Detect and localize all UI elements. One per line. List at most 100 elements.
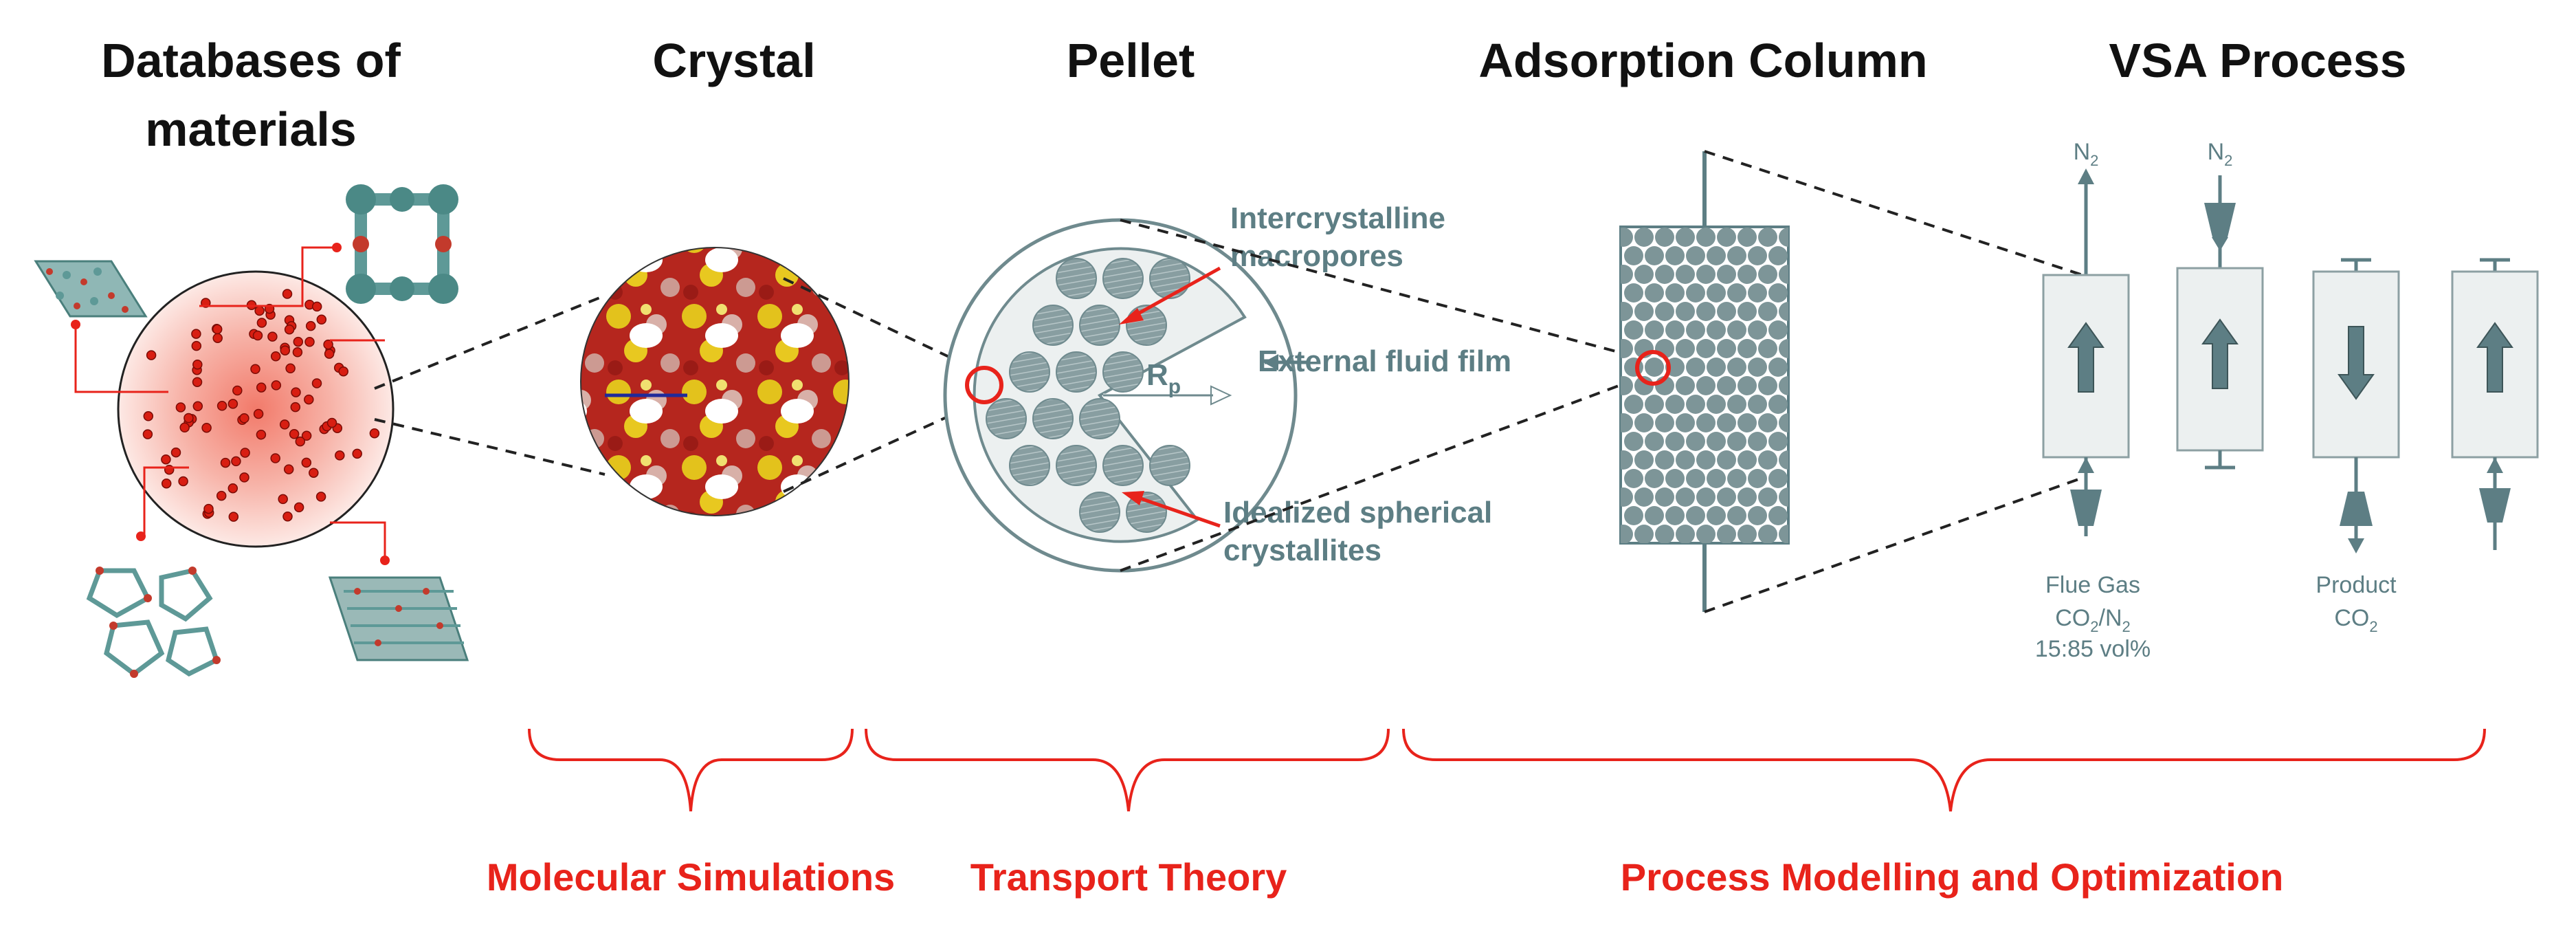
crystallite: [1056, 351, 1097, 393]
material-point: [175, 402, 186, 413]
material-point: [267, 331, 278, 342]
column-particle: [1621, 487, 1633, 507]
column-particle: [1748, 469, 1767, 488]
radius-label: Rp: [1146, 358, 1181, 398]
column-particle: [1621, 302, 1633, 321]
column-particle: [1707, 395, 1726, 414]
column-particle: [1696, 339, 1716, 358]
crystal-structure: [580, 247, 850, 516]
pellet: Rp Intercrystalline macropores External …: [943, 201, 1511, 573]
vacuum-pump-icon: [2340, 492, 2373, 526]
column-particle: [1624, 246, 1643, 265]
vsa-feed-composition-formula: CO2/N2: [2055, 605, 2131, 635]
column-particle: [1676, 228, 1695, 247]
column-particle: [1645, 432, 1664, 451]
material-point: [170, 447, 181, 458]
column-particle: [1624, 320, 1643, 340]
arrow-down-icon: [2338, 326, 2375, 400]
column-particle: [1634, 413, 1654, 432]
leader-dot: [136, 531, 146, 541]
material-point: [220, 457, 231, 468]
column-particle: [1779, 265, 1788, 284]
material-point: [289, 429, 300, 439]
column-particle: [1621, 339, 1633, 358]
material-point: [316, 314, 327, 325]
vsa-step-4: [2451, 258, 2539, 550]
brace-molecular: [528, 728, 854, 812]
material-point: [301, 457, 312, 468]
material-point: [311, 301, 322, 312]
material-point: [270, 351, 281, 362]
column-particle: [1621, 228, 1633, 247]
arrow-up-icon: [2476, 322, 2513, 393]
adsorption-column: [1619, 151, 1790, 612]
column-particle: [1655, 302, 1674, 321]
column-particle: [1737, 487, 1757, 507]
column-particle: [1727, 469, 1746, 488]
material-point: [250, 364, 260, 375]
column-particle: [1624, 469, 1643, 488]
column-particle: [1727, 283, 1746, 303]
column-particle: [1624, 432, 1643, 451]
column-particle: [1768, 432, 1788, 451]
material-point: [239, 413, 249, 424]
column-particle: [1624, 283, 1643, 303]
crystallite: [1009, 351, 1050, 393]
column-particle: [1665, 320, 1685, 340]
column-particle: [1645, 395, 1664, 414]
header-crystal: Crystal: [652, 34, 815, 87]
zoom-lines-database-crystal: [374, 294, 606, 476]
material-point: [191, 340, 202, 351]
material-point: [279, 419, 290, 430]
material-point: [293, 336, 304, 347]
column-particle: [1779, 525, 1788, 543]
column-particle: [1779, 450, 1788, 470]
column-particle: [1758, 525, 1777, 543]
column-particle: [1768, 283, 1788, 303]
category-process-modelling: Process Modelling and Optimization: [1621, 855, 2284, 899]
column-particle: [1686, 283, 1705, 303]
column-particle: [1717, 450, 1736, 470]
material-point: [254, 305, 265, 316]
leader-dot: [332, 243, 342, 252]
column-particle: [1676, 450, 1695, 470]
crystallite: [1009, 445, 1050, 486]
column-particle: [1768, 469, 1788, 488]
column-particle: [1758, 450, 1777, 470]
column-particle: [1737, 339, 1757, 358]
material-point: [304, 394, 314, 405]
vsa-step-2: N2: [2176, 139, 2264, 470]
column-particle: [1621, 376, 1633, 395]
column-particle: [1748, 283, 1767, 303]
vsa-step-3: Product CO2: [2312, 258, 2400, 635]
column-particle: [1717, 302, 1736, 321]
material-point: [143, 411, 154, 421]
material-point: [216, 401, 227, 411]
column-particle: [1779, 302, 1788, 321]
material-point: [324, 349, 335, 359]
vsa-product-co2: CO2: [2334, 605, 2377, 635]
column-particle: [1727, 395, 1746, 414]
column-particle: [1665, 395, 1685, 414]
material-point: [352, 448, 362, 459]
material-point: [227, 399, 238, 409]
material-point: [256, 318, 267, 328]
column-particle: [1634, 450, 1654, 470]
column-particle: [1696, 450, 1716, 470]
material-point: [369, 428, 380, 439]
column-particle: [1779, 376, 1788, 395]
framework-thumbnail-bottom-left: [86, 567, 221, 678]
material-point: [227, 483, 238, 494]
material-point: [240, 448, 250, 458]
database-sphere: [117, 270, 395, 548]
header-databases-line1: Databases of: [101, 34, 401, 87]
material-point: [293, 502, 304, 513]
column-particle: [1748, 358, 1767, 377]
column-particle: [1665, 432, 1685, 451]
leader-dot: [380, 556, 390, 565]
column-particle: [1696, 265, 1716, 284]
column-particle: [1696, 487, 1716, 507]
column-particle: [1676, 413, 1695, 432]
category-molecular-simulations: Molecular Simulations: [487, 855, 895, 899]
